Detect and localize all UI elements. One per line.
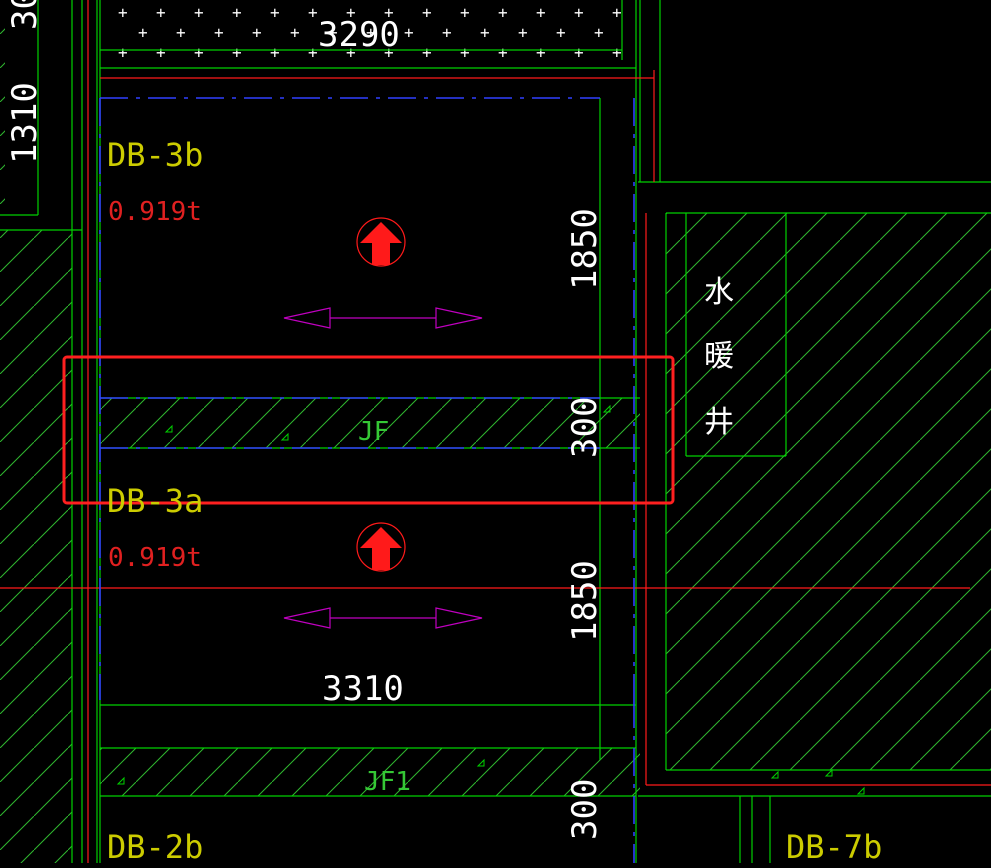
insulation-mark: + <box>138 23 148 42</box>
insulation-mark: + <box>308 43 318 62</box>
insulation-mark: + <box>384 43 394 62</box>
slab-edge-dashes <box>99 97 635 863</box>
insulation-mark: + <box>442 23 452 42</box>
slab-label-upper[interactable]: DB-3b <box>107 136 203 174</box>
left-height-dimension: 1310 <box>5 82 45 164</box>
upper-span-dimension: 1850 <box>565 208 605 290</box>
insulation-mark: + <box>460 3 470 22</box>
insulation-mark: + <box>214 23 224 42</box>
insulation-mark: + <box>612 3 622 22</box>
insulation-mark: + <box>270 43 280 62</box>
joint-label-jf1: JF1 <box>364 767 411 797</box>
insulation-mark: + <box>518 23 528 42</box>
top-width-dimension: 3290 <box>318 15 400 55</box>
shaft-label-char-2: 暖 <box>704 339 734 374</box>
joint-width-dimension: 300 <box>565 397 605 458</box>
lower-span-dimension: 1850 <box>565 560 605 642</box>
insulation-mark: + <box>612 43 622 62</box>
insulation-mark: + <box>328 23 338 42</box>
insulation-mark: + <box>404 23 414 42</box>
insulation-mark: + <box>176 23 186 42</box>
insulation-mark: + <box>594 23 604 42</box>
insulation-mark: + <box>194 3 204 22</box>
double-arrow-icon <box>283 307 483 329</box>
insulation-mark: + <box>422 3 432 22</box>
insulation-mark: + <box>232 3 242 22</box>
insulation-mark: + <box>366 23 376 42</box>
insulation-mark: + <box>536 43 546 62</box>
insulation-mark: + <box>156 43 166 62</box>
joint-label-jf: JF <box>358 417 389 447</box>
slab-label-bottom[interactable]: DB-2b <box>107 828 203 866</box>
insulation-mark: + <box>118 3 128 22</box>
insulation-mark: + <box>498 3 508 22</box>
insulation-mark: + <box>308 3 318 22</box>
bottom-width-dimension: 3310 <box>322 669 404 709</box>
insulation-mark: + <box>346 3 356 22</box>
insulation-mark: + <box>574 3 584 22</box>
insulation-mark: + <box>480 23 490 42</box>
joint-width-dimension-2: 300 <box>565 779 605 840</box>
insulation-mark: + <box>346 43 356 62</box>
insulation-mark: + <box>498 43 508 62</box>
insulation-mark: + <box>422 43 432 62</box>
insulation-mark: + <box>194 43 204 62</box>
top-insulation-strip: + + + + + + + + + + + + + + + + + + + + + + + + + + + + + + + + + + + + + + + +… <box>100 0 622 68</box>
insulation-mark: + <box>270 3 280 22</box>
up-arrow-icon <box>356 217 406 267</box>
insulation-mark: + <box>252 23 262 42</box>
slab-weight-upper: 0.919t <box>108 197 202 227</box>
slab-weight-lower: 0.919t <box>108 543 202 573</box>
shaft-label-char-3: 井 <box>704 405 734 440</box>
left-cut-dimension: 30 <box>5 0 45 30</box>
insulation-mark: + <box>232 43 242 62</box>
selection-box[interactable] <box>62 355 675 505</box>
insulation-mark: + <box>574 43 584 62</box>
slab-label-right[interactable]: DB-7b <box>786 828 882 866</box>
insulation-mark: + <box>556 23 566 42</box>
slab-label-lower[interactable]: DB-3a <box>107 482 203 520</box>
insulation-mark: + <box>156 3 166 22</box>
up-arrow-icon <box>356 522 406 572</box>
shaft-label-char-1: 水 <box>704 275 734 310</box>
triangle-marks <box>116 404 865 795</box>
double-arrow-icon <box>283 607 483 629</box>
insulation-mark: + <box>290 23 300 42</box>
insulation-mark: + <box>536 3 546 22</box>
insulation-mark: + <box>118 43 128 62</box>
insulation-mark: + <box>460 43 470 62</box>
insulation-mark: + <box>384 3 394 22</box>
